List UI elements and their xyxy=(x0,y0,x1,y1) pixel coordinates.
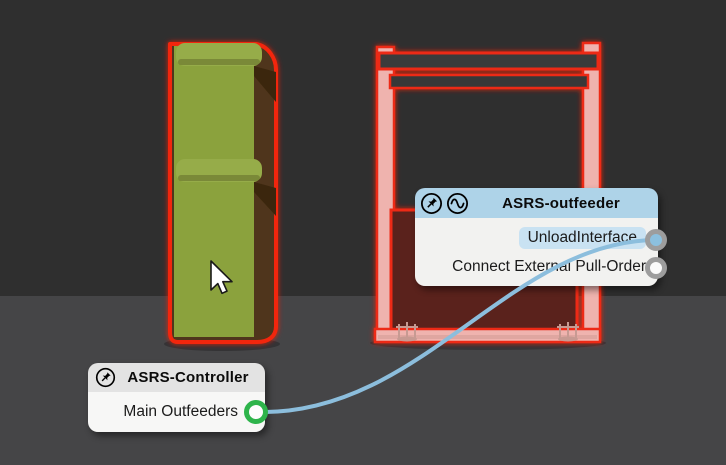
port-connect-external-pull-order[interactable] xyxy=(645,257,667,279)
interface-row-unload[interactable]: UnloadInterface xyxy=(415,223,658,252)
panel-header-asrs-controller[interactable]: ASRS-Controller xyxy=(88,363,265,392)
shelf-beam1-end-shadow xyxy=(254,66,276,102)
panel-body: UnloadInterface Connect External Pull-Or… xyxy=(415,218,658,286)
panel-title: ASRS-Controller xyxy=(127,369,249,386)
shelf-beam1-shade xyxy=(178,59,260,65)
pin-icon[interactable] xyxy=(95,367,116,388)
interface-label-highlighted: UnloadInterface xyxy=(518,226,646,249)
interface-row-main-outfeeders[interactable]: Main Outfeeders xyxy=(88,392,265,432)
shelf-slab xyxy=(174,46,254,337)
green-shelf[interactable] xyxy=(168,42,278,344)
frame-top-beam-inner xyxy=(388,73,590,90)
sync-icon[interactable] xyxy=(446,192,469,215)
frame-top-beam-outer xyxy=(377,51,600,71)
panel-title: ASRS-outfeeder xyxy=(502,194,620,212)
panel-header-asrs-outfeeder[interactable]: ASRS-outfeeder xyxy=(415,188,658,218)
pin-icon[interactable] xyxy=(420,192,443,215)
frame-foot-right xyxy=(557,322,579,342)
interface-row-pull-order[interactable]: Connect External Pull-Order xyxy=(415,252,658,281)
node-panel-asrs-controller[interactable]: ASRS-Controller Main Outfeeders xyxy=(88,363,265,432)
frame-foot-left xyxy=(396,322,418,342)
shelf-beam2-end-shadow xyxy=(254,182,276,216)
shelf-beam2-shade xyxy=(178,175,260,181)
interface-label: Connect External Pull-Order xyxy=(452,257,646,275)
node-panel-asrs-outfeeder[interactable]: ASRS-outfeeder UnloadInterface Connect E… xyxy=(415,188,658,286)
port-main-outfeeders[interactable] xyxy=(244,400,268,424)
port-unload-interface[interactable] xyxy=(645,229,667,251)
interface-label: Main Outfeeders xyxy=(123,403,238,420)
